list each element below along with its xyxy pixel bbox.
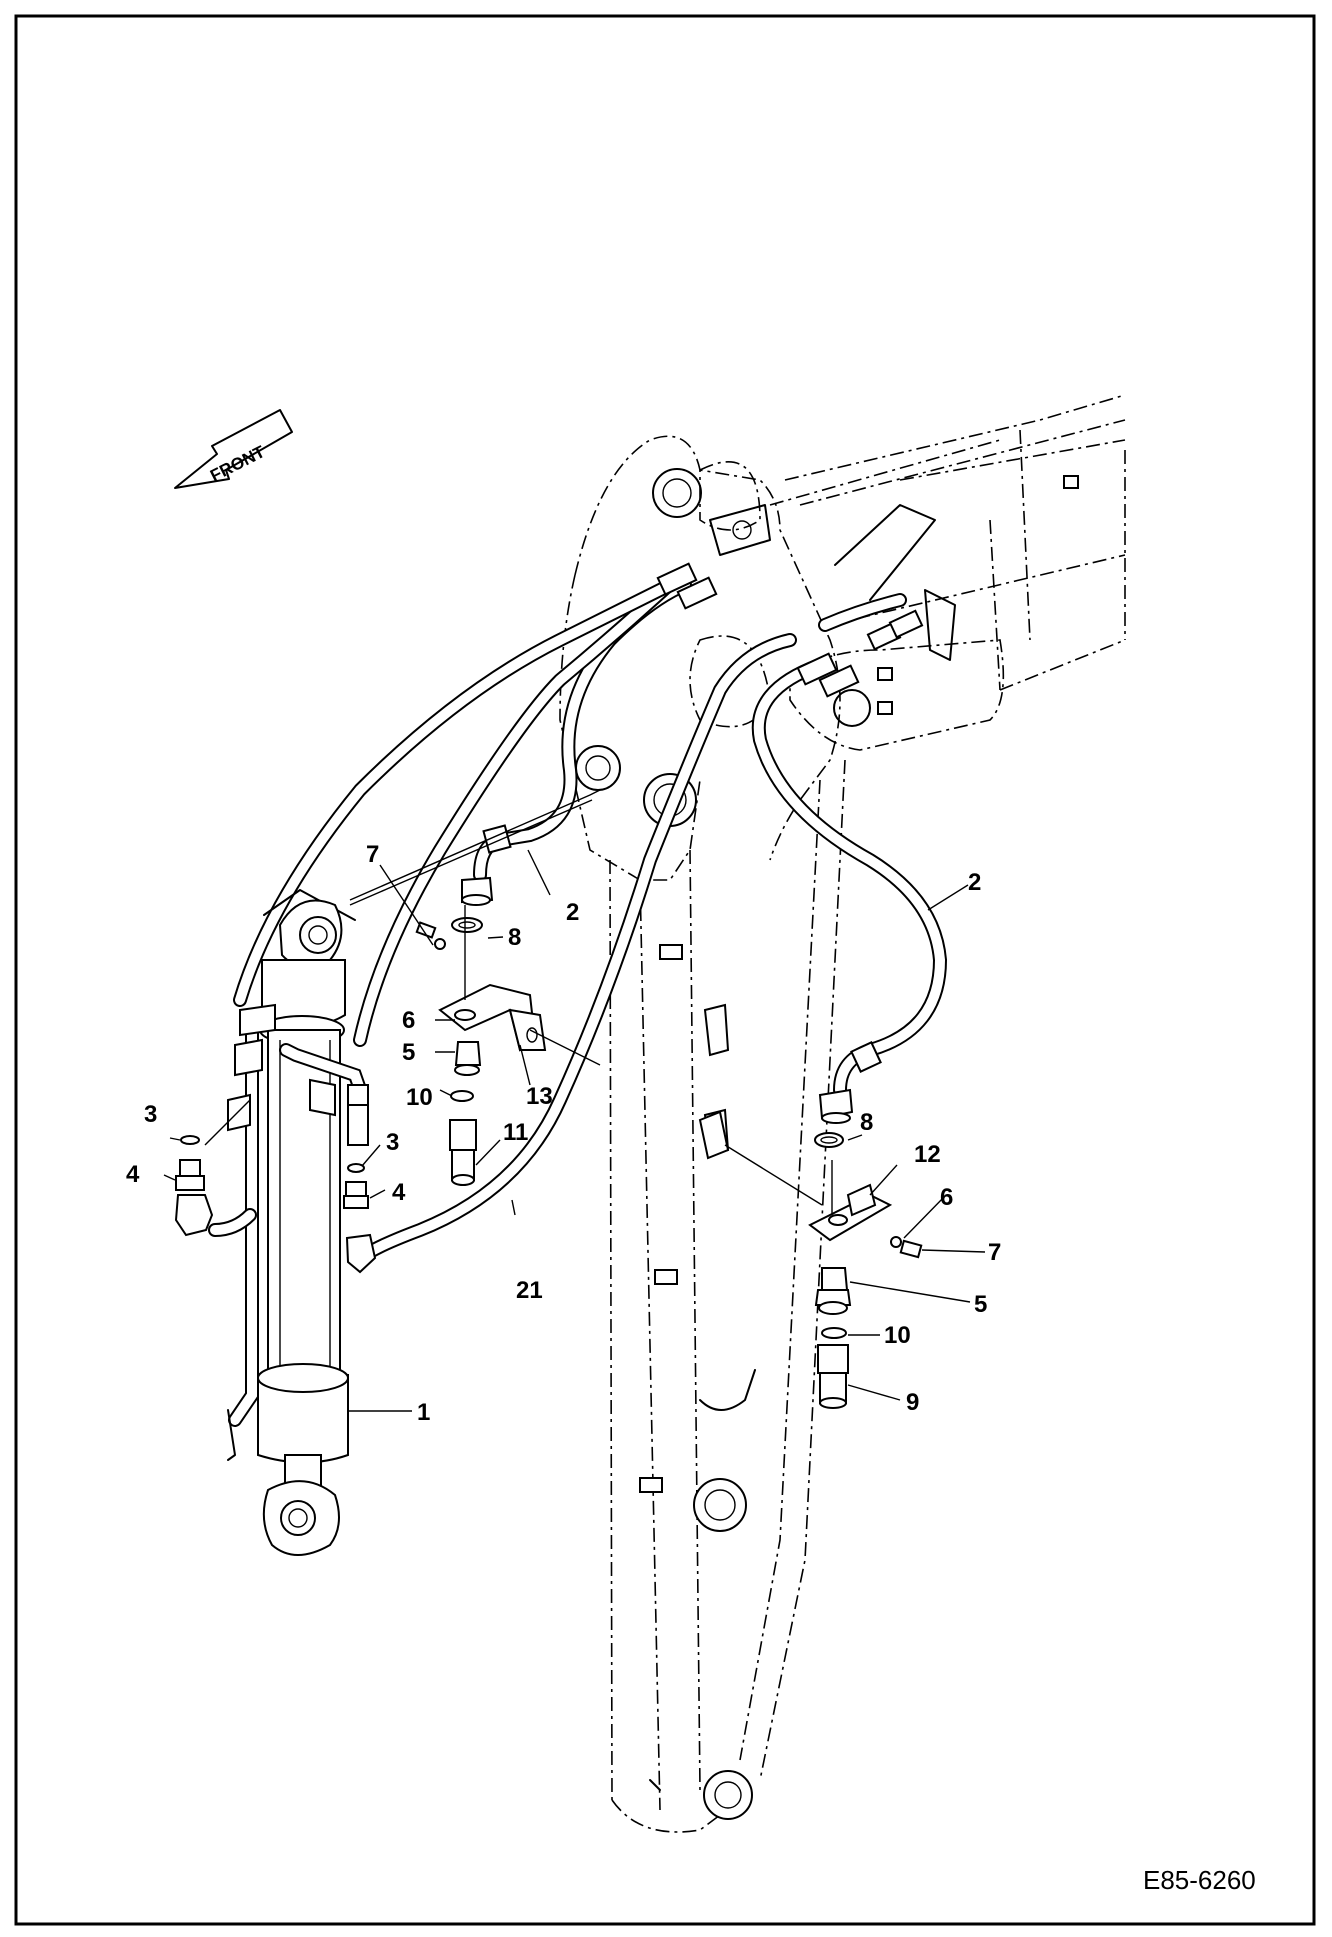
callout-7-left: 7 bbox=[366, 841, 379, 868]
callout-10-left: 10 bbox=[406, 1084, 433, 1111]
callout-12: 12 bbox=[914, 1141, 941, 1168]
callout-3-left: 3 bbox=[144, 1101, 157, 1128]
hose-2-right bbox=[751, 658, 948, 1097]
callout-4-right: 4 bbox=[392, 1179, 406, 1206]
callout-3-right: 3 bbox=[386, 1129, 399, 1156]
callout-2-right: 2 bbox=[968, 869, 981, 896]
callout-5-right: 5 bbox=[974, 1291, 987, 1318]
callouts: 1 2 2 3 3 4 4 5 5 6 6 7 7 8 8 9 10 10 11… bbox=[126, 841, 1001, 1426]
callout-8-right: 8 bbox=[860, 1109, 873, 1136]
right-fitting-stack bbox=[343, 1163, 377, 1274]
leader-lines bbox=[163, 849, 986, 1412]
callout-10-right: 10 bbox=[884, 1322, 911, 1349]
callout-11: 11 bbox=[503, 1119, 528, 1146]
callout-5-left: 5 bbox=[402, 1039, 415, 1066]
hose-21 bbox=[358, 633, 797, 1262]
hose-upper-pair bbox=[233, 562, 924, 1047]
callout-2-left: 2 bbox=[566, 899, 579, 926]
cylinder bbox=[208, 889, 369, 1556]
right-bulkhead-assembly bbox=[698, 1088, 923, 1409]
boom bbox=[769, 394, 1126, 751]
callout-21: 21 bbox=[516, 1277, 543, 1304]
callout-6-left: 6 bbox=[402, 1007, 415, 1034]
callout-6-right: 6 bbox=[940, 1184, 953, 1211]
left-bulkhead-assembly bbox=[415, 876, 547, 1186]
callout-8-left: 8 bbox=[508, 924, 521, 951]
callout-1: 1 bbox=[417, 1399, 430, 1426]
callout-9: 9 bbox=[906, 1389, 919, 1416]
callout-13: 13 bbox=[526, 1083, 553, 1110]
left-fitting-stack bbox=[174, 1135, 214, 1237]
pipe-line bbox=[349, 789, 601, 901]
front-arrow-icon: FRONT bbox=[174, 409, 293, 489]
callout-7-right: 7 bbox=[988, 1239, 1001, 1266]
front-label: FRONT bbox=[207, 442, 268, 486]
drawing-border bbox=[14, 14, 1316, 1926]
callout-4-left: 4 bbox=[126, 1161, 140, 1188]
drawing-reference-number: E85-6260 bbox=[1143, 1865, 1256, 1895]
